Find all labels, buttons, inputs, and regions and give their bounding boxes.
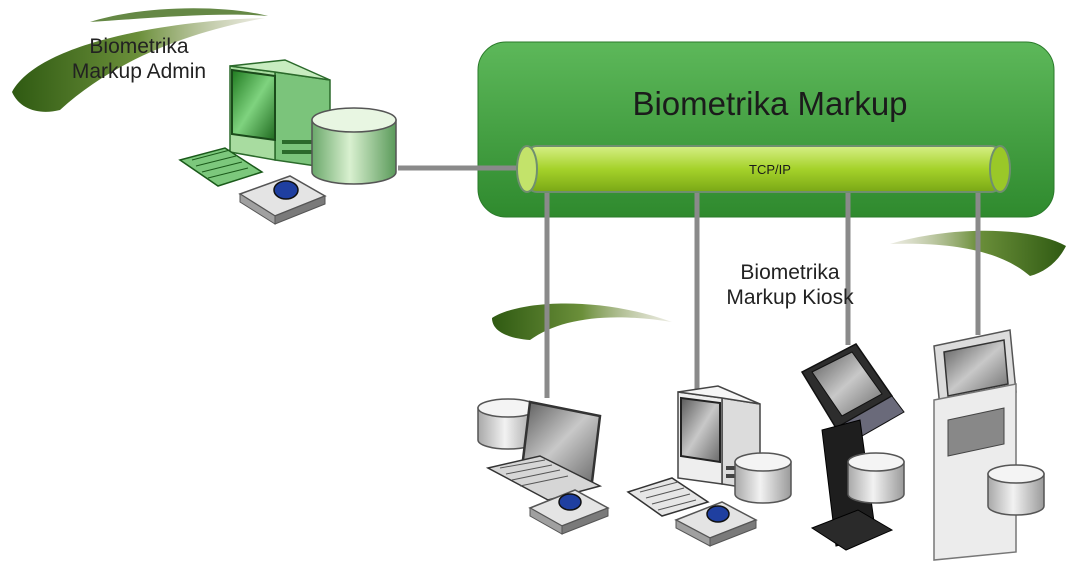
kiosk-label: Biometrika Markup Kiosk	[690, 260, 890, 310]
database-icon	[311, 107, 397, 185]
swoosh-top-left	[12, 18, 265, 112]
kiosk-label-line2: Markup Kiosk	[726, 286, 854, 309]
admin-label-line2: Markup Admin	[71, 60, 207, 83]
swoosh-mid-left	[492, 303, 672, 340]
protocol-label: TCP/IP	[749, 162, 791, 177]
fingerprint-scanner-icon	[674, 501, 758, 547]
database-icon	[477, 398, 539, 450]
admin-label: Biometrika Markup Admin	[44, 34, 234, 84]
floor-kiosk-icon	[933, 329, 1017, 561]
client-connectors	[544, 190, 981, 398]
tcpip-pipe	[516, 145, 1011, 193]
laptop-icon	[485, 400, 603, 501]
keyboard-icon	[626, 477, 710, 517]
database-icon	[847, 452, 905, 504]
keyboard-icon	[178, 147, 264, 187]
admin-label-line1: Biometrika	[89, 35, 189, 58]
swoosh-right	[890, 230, 1066, 276]
system-title: Biometrika Markup	[632, 85, 908, 122]
swoosh-top-left-upper	[90, 8, 268, 22]
fingerprint-scanner-icon	[238, 175, 327, 225]
fingerprint-scanner-icon	[528, 489, 610, 535]
database-icon	[987, 464, 1045, 516]
standing-kiosk-icon	[800, 343, 905, 551]
database-icon	[734, 452, 792, 504]
kiosk-label-line1: Biometrika	[740, 261, 840, 284]
